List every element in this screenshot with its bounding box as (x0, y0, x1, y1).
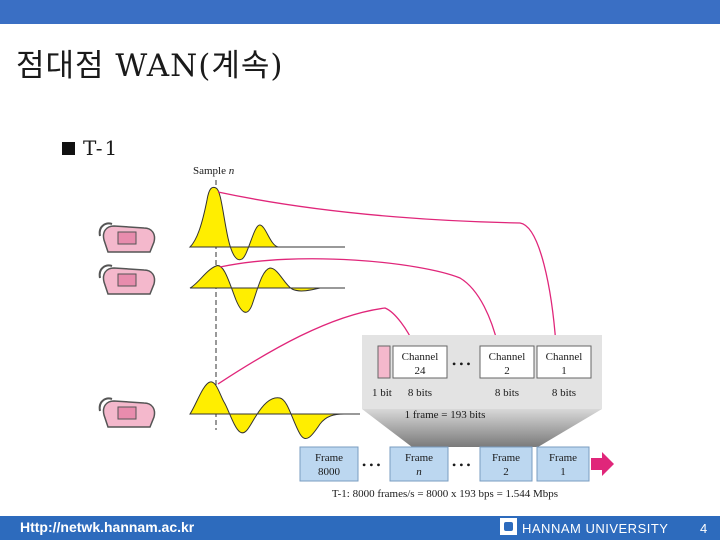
waveform-channel-24 (190, 382, 360, 439)
channel-ellipsis: • • • (452, 357, 471, 371)
framing-bit-cell (378, 346, 390, 378)
framing-bit-label: 1 bit (372, 387, 392, 399)
svg-text:n: n (416, 466, 422, 478)
telephone-icon (100, 224, 155, 253)
frame-1-box: Frame 1 (537, 447, 589, 481)
waveform-channel-2 (190, 266, 345, 313)
university-logo-icon (500, 518, 517, 535)
svg-text:Frame: Frame (549, 452, 577, 464)
svg-text:8000: 8000 (318, 466, 341, 478)
channel-1-bits: 8 bits (552, 387, 576, 399)
svg-text:Channel: Channel (546, 351, 583, 363)
t1-rate-label: T-1: 8000 frames/s = 8000 x 193 bps = 1.… (332, 488, 558, 500)
svg-text:1: 1 (561, 365, 567, 377)
svg-text:2: 2 (504, 365, 510, 377)
frame-8000-box: Frame 8000 (300, 447, 358, 481)
channel-24-bits: 8 bits (408, 387, 432, 399)
arrow-sample-to-channel-2 (220, 259, 498, 345)
output-arrow-icon (591, 452, 614, 476)
frame-ellipsis-right: • • • (452, 458, 471, 472)
channel-1-box: Channel 1 (537, 346, 591, 378)
svg-text:Frame: Frame (492, 452, 520, 464)
t1-diagram: Sample n Channel (0, 0, 720, 516)
svg-text:Frame: Frame (405, 452, 433, 464)
svg-text:Channel: Channel (489, 351, 526, 363)
svg-text:2: 2 (503, 466, 509, 478)
svg-text:24: 24 (415, 365, 427, 377)
svg-text:Channel: Channel (402, 351, 439, 363)
svg-text:1: 1 (560, 466, 566, 478)
frame-size-label: 1 frame = 193 bits (405, 409, 486, 421)
page-number: 4 (700, 521, 707, 536)
channel-2-bits: 8 bits (495, 387, 519, 399)
frame-n-box: Frame n (390, 447, 448, 481)
svg-text:Frame: Frame (315, 452, 343, 464)
frame-2-box: Frame 2 (480, 447, 532, 481)
footer-university: HANNAM UNIVERSITY (522, 521, 668, 536)
footer-url: Http://netwk.hannam.ac.kr (20, 519, 194, 535)
channel-2-box: Channel 2 (480, 346, 534, 378)
waveform-channel-1 (190, 187, 345, 259)
telephone-icon (100, 399, 155, 428)
sample-label: Sample n (193, 165, 235, 177)
telephone-icon (100, 266, 155, 295)
channel-24-box: Channel 24 (393, 346, 447, 378)
frame-ellipsis-left: • • • (362, 458, 381, 472)
